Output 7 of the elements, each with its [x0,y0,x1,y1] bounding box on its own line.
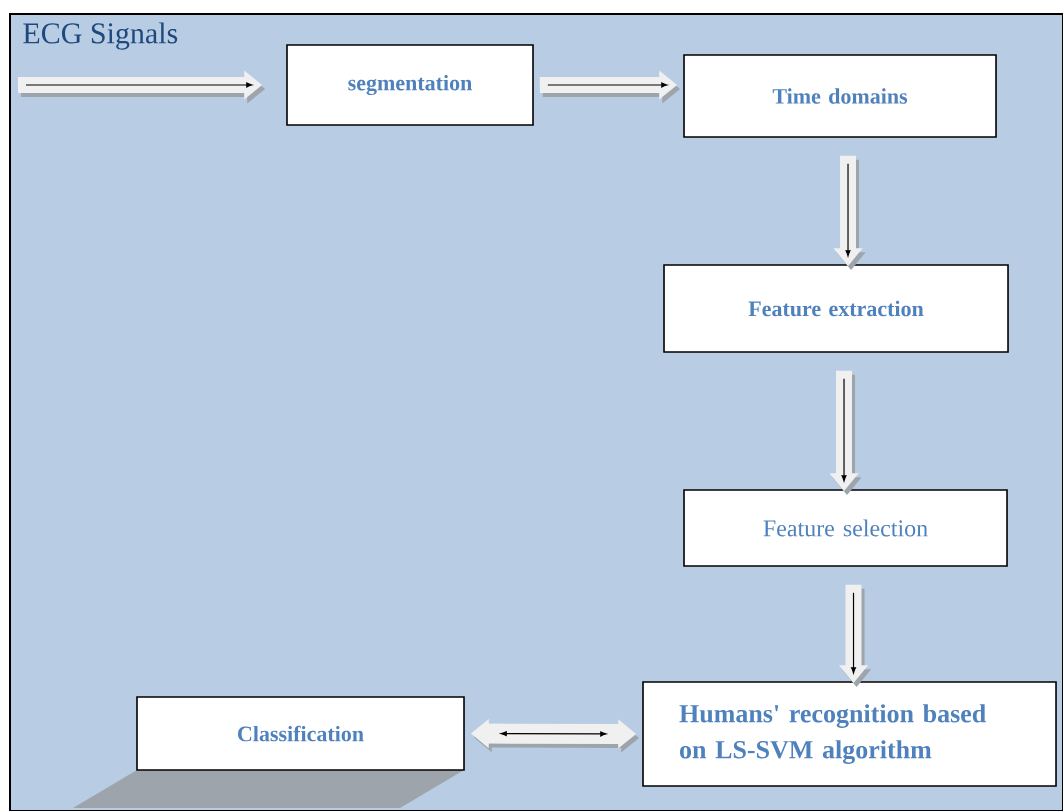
process-box: Feature selection [683,489,1008,567]
process-box: Feature extraction [663,264,1009,353]
process-box: segmentation [286,44,534,126]
panel-title: ECG Signals [23,22,178,50]
process-box: Time domains [683,54,997,138]
process-box: Humans' recognition based on LS-SVM algorithm [642,681,1057,787]
process-box: Classification [136,696,465,771]
